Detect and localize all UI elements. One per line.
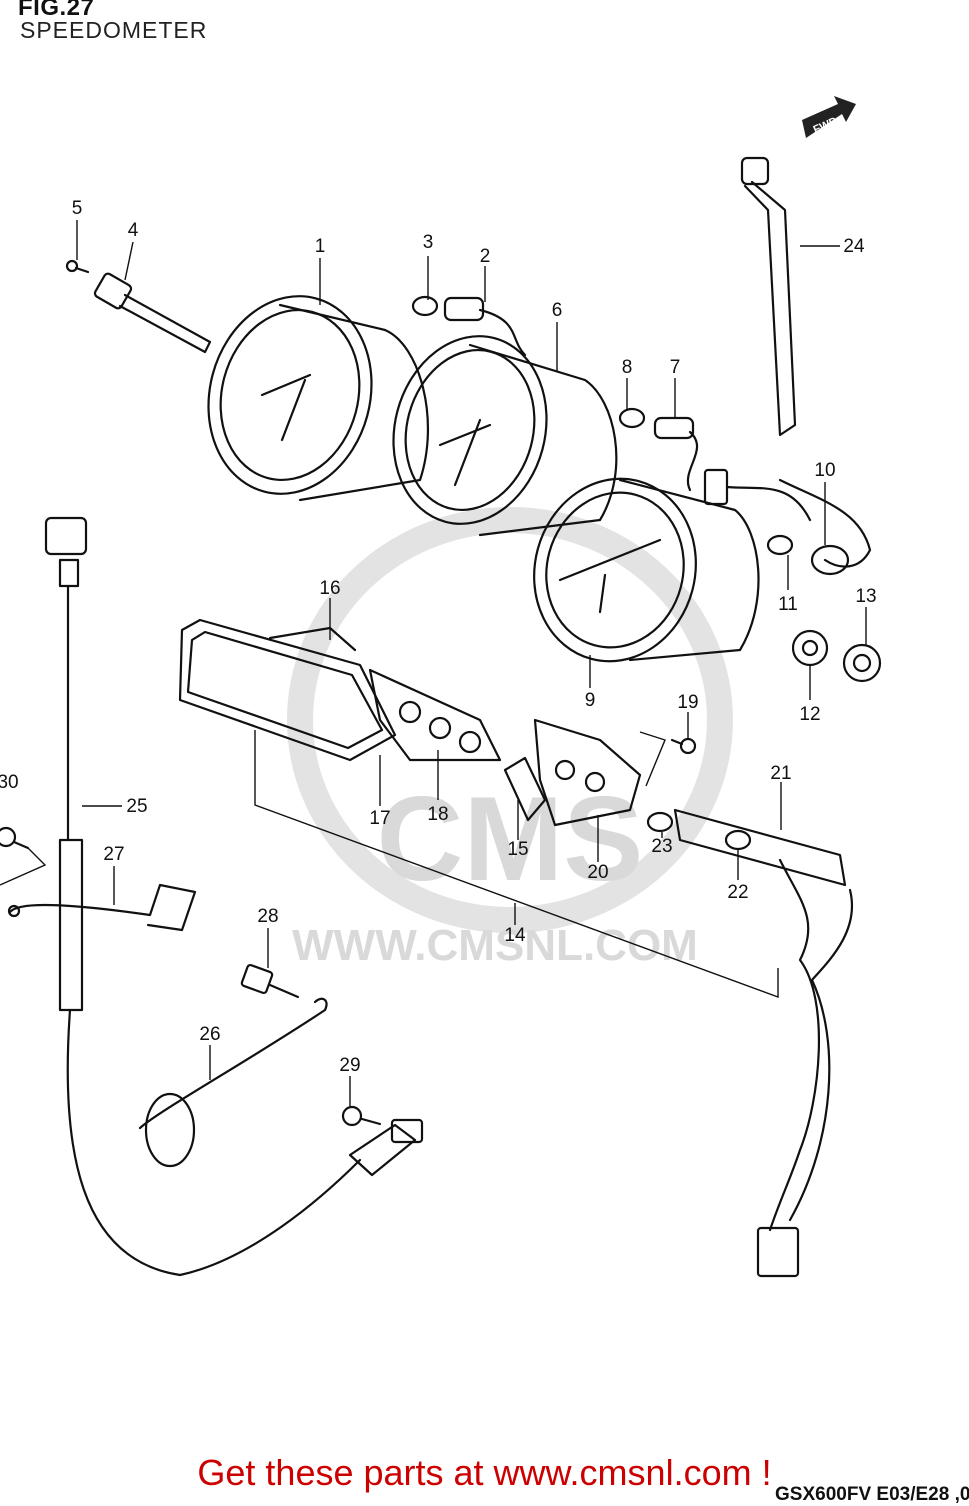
callout-24: 24	[843, 236, 865, 257]
temperature-gauge	[533, 477, 760, 663]
wiring-harness	[646, 808, 853, 1278]
trip-knob	[93, 272, 212, 354]
callout-9: 9	[585, 690, 596, 711]
cable-clamp	[7, 883, 197, 932]
callout-12: 12	[799, 704, 820, 725]
callout-8: 8	[622, 357, 633, 378]
fwd-arrow-icon: FWD	[802, 96, 856, 138]
callout-28: 28	[257, 906, 278, 927]
speedometer-gauge	[207, 295, 430, 502]
callout-29: 29	[339, 1055, 360, 1076]
indicator-panel	[178, 618, 642, 827]
assembly-bracket-14	[254, 730, 779, 999]
tachometer-gauge	[392, 335, 618, 537]
callout-labels: 5 4 1 3 2 6 8 7 24 10 11 13 12 9 16 19 2…	[0, 198, 877, 1076]
screw-19	[670, 737, 697, 755]
bolt-28	[240, 963, 300, 999]
callout-30: 30	[0, 772, 19, 793]
speedometer-cable	[44, 516, 424, 1277]
watermark: CMS WWW.CMSNL.COM	[287, 507, 733, 970]
bolt-29	[341, 1105, 382, 1127]
callout-20: 20	[587, 862, 608, 883]
callout-11: 11	[778, 594, 798, 615]
hanger-bracket	[740, 156, 797, 437]
callout-22: 22	[727, 882, 748, 903]
figure-subtitle: SPEEDOMETER	[20, 17, 208, 43]
callout-4: 4	[128, 220, 139, 241]
callout-6: 6	[552, 300, 563, 321]
callout-27: 27	[103, 844, 124, 865]
callout-16: 16	[319, 578, 340, 599]
callout-19: 19	[677, 692, 698, 713]
screw-small	[65, 259, 90, 274]
watermark-url: WWW.CMSNL.COM	[292, 921, 698, 970]
model-code: GSX600FV E03/E28 ,02	[775, 1484, 969, 1505]
callout-17: 17	[369, 808, 390, 829]
callout-15: 15	[507, 839, 528, 860]
callout-7: 7	[670, 357, 681, 378]
callout-23: 23	[651, 836, 672, 857]
bulb-sockets-upper	[411, 295, 699, 492]
callout-1: 1	[315, 236, 326, 257]
callout-13: 13	[855, 586, 876, 607]
callout-21: 21	[770, 763, 791, 784]
callout-3: 3	[423, 232, 434, 253]
callout-14: 14	[504, 925, 526, 946]
spring-clip	[138, 997, 328, 1168]
wire-connectors	[703, 468, 882, 683]
callout-25: 25	[126, 796, 147, 817]
shop-link[interactable]: Get these parts at www.cmsnl.com !	[197, 1452, 772, 1493]
callout-2: 2	[480, 246, 491, 267]
watermark-brand: CMS	[377, 772, 644, 906]
callout-5: 5	[72, 198, 83, 219]
callout-26: 26	[199, 1024, 220, 1045]
callout-18: 18	[427, 804, 448, 825]
leader-lines	[76, 220, 867, 1106]
callout-10: 10	[814, 460, 835, 481]
bolt-30	[0, 826, 47, 886]
figure-title: FIG.27	[18, 0, 95, 21]
